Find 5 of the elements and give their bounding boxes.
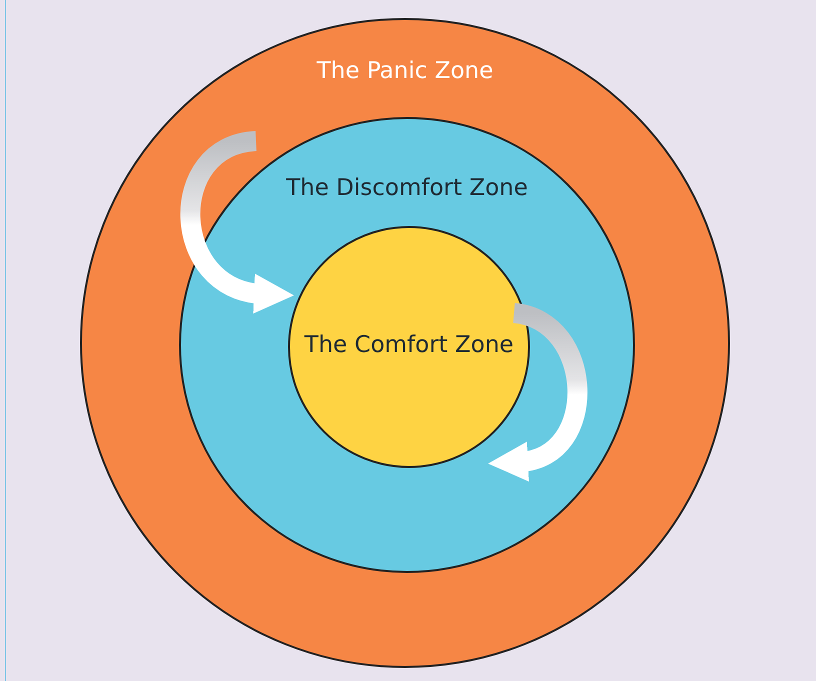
- zone-label: The Comfort Zone: [303, 332, 515, 358]
- zone-label: The Discomfort Zone: [285, 175, 529, 201]
- curved-arrow: [488, 303, 588, 480]
- curved-arrow: [180, 131, 294, 312]
- zone-label: The Panic Zone: [316, 58, 494, 84]
